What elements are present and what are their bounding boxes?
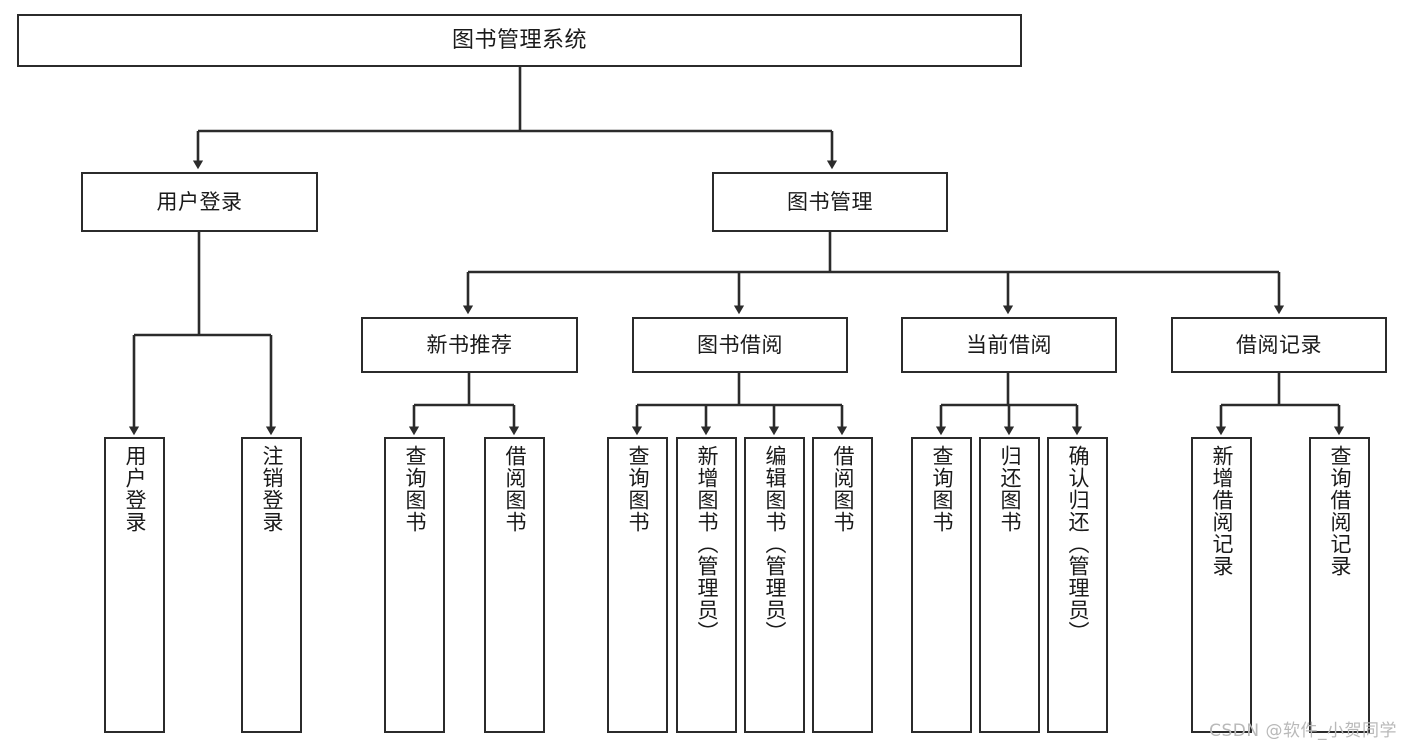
- node-label: 注销登录: [260, 445, 284, 533]
- leaf-query-book-current[interactable]: 查询图书: [911, 437, 972, 733]
- node-label: 查询图书: [403, 445, 427, 533]
- leaf-query-borrow-record[interactable]: 查询借阅记录: [1309, 437, 1370, 733]
- node-book-management[interactable]: 图书管理: [712, 172, 948, 232]
- leaf-confirm-return-admin[interactable]: 确认归还（管理员）: [1047, 437, 1108, 733]
- node-new-book-recommendation[interactable]: 新书推荐: [361, 317, 578, 373]
- leaf-query-book-recommend[interactable]: 查询图书: [384, 437, 445, 733]
- node-root-book-management-system[interactable]: 图书管理系统: [17, 14, 1022, 67]
- leaf-edit-book-admin[interactable]: 编辑图书（管理员）: [744, 437, 805, 733]
- node-label: 查询借阅记录: [1328, 445, 1352, 577]
- node-label: 编辑图书（管理员）: [763, 445, 787, 643]
- node-label: 查询图书: [626, 445, 650, 533]
- node-label: 用户登录: [123, 445, 147, 533]
- node-label: 图书借阅: [697, 332, 783, 357]
- node-label: 当前借阅: [966, 332, 1052, 357]
- node-label: 确认归还（管理员）: [1066, 445, 1090, 643]
- leaf-query-book-borrow[interactable]: 查询图书: [607, 437, 668, 733]
- node-label: 查询图书: [930, 445, 954, 533]
- node-label: 新书推荐: [426, 332, 513, 357]
- node-label: 借阅图书: [831, 445, 855, 533]
- node-borrow-record[interactable]: 借阅记录: [1171, 317, 1387, 373]
- node-label: 用户登录: [156, 189, 243, 214]
- leaf-add-borrow-record[interactable]: 新增借阅记录: [1191, 437, 1252, 733]
- leaf-borrow-book-recommend[interactable]: 借阅图书: [484, 437, 545, 733]
- node-label: 新增借阅记录: [1210, 445, 1234, 577]
- node-label: 图书管理: [787, 189, 873, 214]
- leaf-user-login[interactable]: 用户登录: [104, 437, 165, 733]
- node-label: 新增图书（管理员）: [695, 445, 719, 643]
- node-label: 借阅记录: [1236, 332, 1322, 357]
- watermark-text: CSDN @软件_小贺同学: [1209, 721, 1397, 741]
- leaf-return-book[interactable]: 归还图书: [979, 437, 1040, 733]
- node-user-login[interactable]: 用户登录: [81, 172, 318, 232]
- leaf-add-book-admin[interactable]: 新增图书（管理员）: [676, 437, 737, 733]
- node-book-borrow[interactable]: 图书借阅: [632, 317, 848, 373]
- node-label: 借阅图书: [503, 445, 527, 533]
- leaf-logout-login[interactable]: 注销登录: [241, 437, 302, 733]
- node-label: 图书管理系统: [451, 27, 587, 53]
- leaf-borrow-book[interactable]: 借阅图书: [812, 437, 873, 733]
- node-label: 归还图书: [998, 445, 1022, 533]
- node-current-borrow[interactable]: 当前借阅: [901, 317, 1117, 373]
